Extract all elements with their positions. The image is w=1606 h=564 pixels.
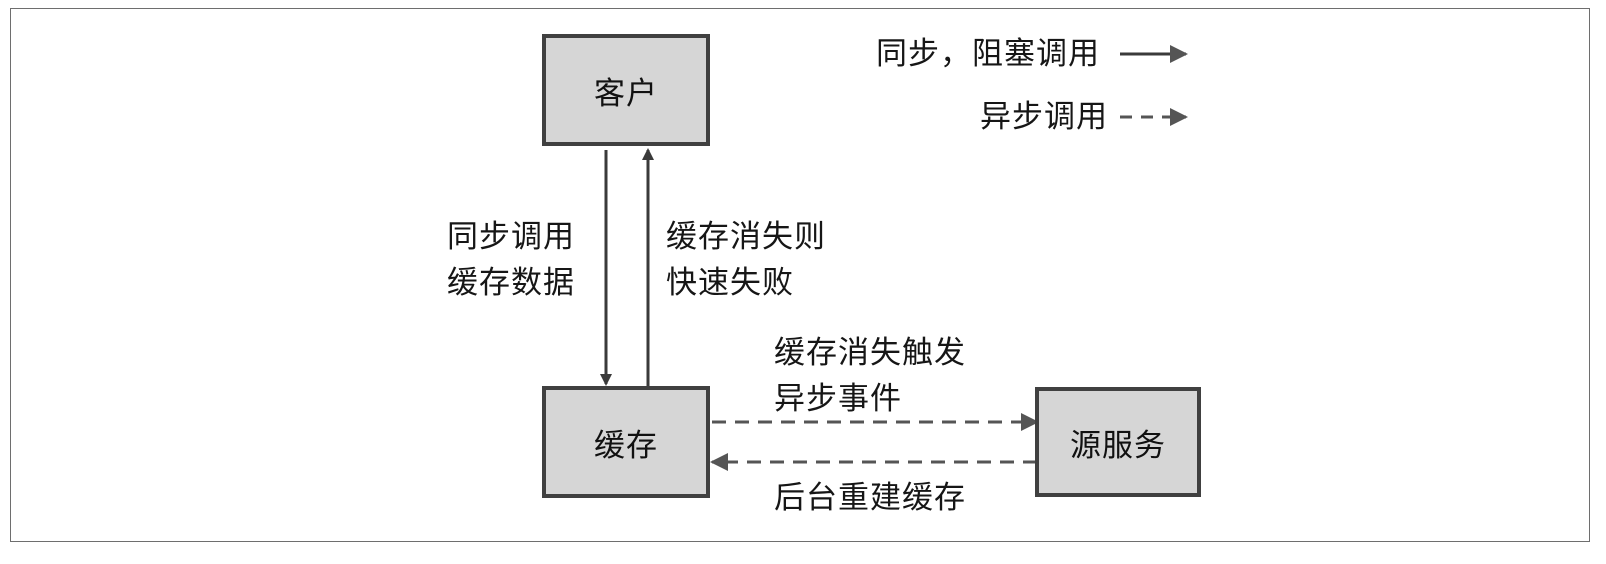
- legend-async-label: 异步调用: [980, 99, 1108, 135]
- fail-fast-label-line-2: 快速失败: [666, 265, 794, 301]
- rebuild-label: 后台重建缓存: [774, 475, 966, 521]
- sync-call-label: 同步调用 缓存数据: [447, 214, 575, 306]
- cache-label: 缓存: [594, 427, 658, 464]
- origin-label: 源服务: [1070, 427, 1166, 464]
- legend-sync-label: 同步，阻塞调用: [876, 36, 1100, 72]
- client-label: 客户: [594, 75, 658, 112]
- sync-call-label-line-1: 同步调用: [447, 219, 575, 255]
- origin-node: 源服务: [1035, 387, 1201, 497]
- fail-fast-label: 缓存消失则 快速失败: [666, 214, 826, 306]
- async-trigger-label: 缓存消失触发 异步事件: [774, 330, 966, 422]
- async-trigger-label-line-1: 缓存消失触发: [774, 335, 966, 371]
- fail-fast-label-line-1: 缓存消失则: [666, 219, 826, 255]
- cache-node: 缓存: [542, 386, 710, 498]
- async-trigger-label-line-2: 异步事件: [774, 381, 902, 417]
- client-node: 客户: [542, 34, 710, 146]
- sync-call-label-line-2: 缓存数据: [447, 265, 575, 301]
- rebuild-label-text: 后台重建缓存: [774, 480, 966, 516]
- diagram-frame: [10, 8, 1590, 542]
